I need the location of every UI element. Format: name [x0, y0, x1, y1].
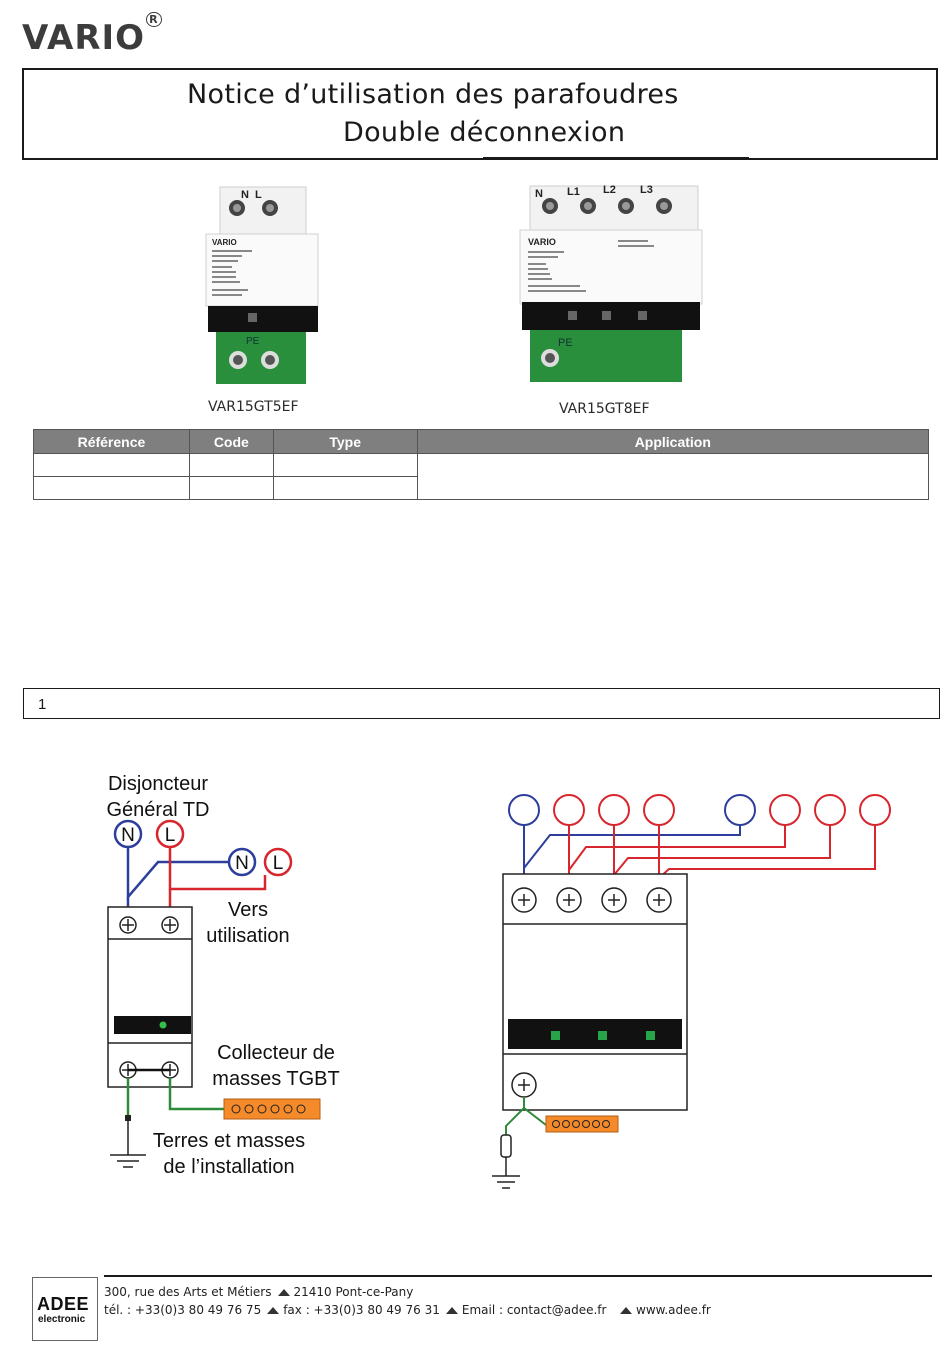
company-logo: ADEE electronic: [32, 1277, 98, 1341]
table-cell: [188, 476, 274, 500]
breaker-terminal-n: N: [121, 825, 135, 846]
website-link[interactable]: www.adee.fr: [636, 1303, 711, 1317]
column-header: Application: [416, 429, 930, 454]
terminal-label-l: L: [255, 189, 262, 201]
table-header-row: Référence Code Type Application: [33, 429, 930, 454]
section-number: 1: [38, 696, 47, 713]
title-box: [22, 68, 938, 160]
column-header: Code: [188, 429, 274, 454]
svg-text:L2: L2: [603, 184, 616, 196]
output-terminal-l: L: [273, 853, 284, 874]
breaker-terminal-l: L: [165, 825, 176, 846]
table-cell: [272, 453, 418, 477]
svg-text:N: N: [535, 188, 543, 200]
triangle-icon: [277, 1288, 290, 1296]
title-underline: [483, 157, 749, 159]
product-caption: VAR15GT8EF: [559, 401, 650, 417]
table-cell: [33, 453, 190, 477]
wiring-diagram-single-phase: N L N L: [107, 819, 321, 1168]
svg-text:VARIO: VARIO: [528, 237, 556, 247]
svg-text:L3: L3: [640, 184, 653, 196]
email-link[interactable]: Email : contact@adee.fr: [461, 1303, 607, 1317]
footer-website: www.adee.fr: [614, 1303, 711, 1317]
triangle-icon: [267, 1306, 280, 1314]
product-photo-var15gt5ef: N L VARIO PE: [205, 186, 319, 384]
table-cell: [272, 476, 418, 500]
column-header: Référence: [33, 429, 190, 454]
page-title: Notice d’utilisation des parafoudres: [187, 79, 679, 110]
table-row: [33, 453, 930, 500]
terminal-label-n: N: [241, 189, 249, 201]
table-row: [33, 476, 929, 500]
table-cell: [188, 453, 274, 477]
svg-text:L1: L1: [567, 186, 580, 198]
svg-text:VARIO: VARIO: [212, 238, 237, 247]
triangle-icon: [620, 1306, 632, 1314]
table-cell: [33, 476, 190, 500]
product-photo-var15gt8ef: N L1 L2 L3 VARIO PE: [519, 184, 703, 382]
page-subtitle: Double déconnexion: [343, 117, 626, 148]
section-bar: [23, 688, 940, 719]
wiring-diagram-three-phase: [492, 794, 891, 1189]
column-header: Type: [272, 429, 418, 454]
svg-text:PE: PE: [558, 337, 573, 349]
pe-label: PE: [246, 336, 260, 347]
footer-rule: [104, 1275, 932, 1277]
spec-table: Référence Code Type Application: [33, 429, 930, 500]
output-terminal-n: N: [235, 853, 249, 874]
triangle-icon: [445, 1306, 458, 1314]
table-cell: [416, 453, 930, 500]
product-caption: VAR15GT5EF: [208, 399, 299, 415]
